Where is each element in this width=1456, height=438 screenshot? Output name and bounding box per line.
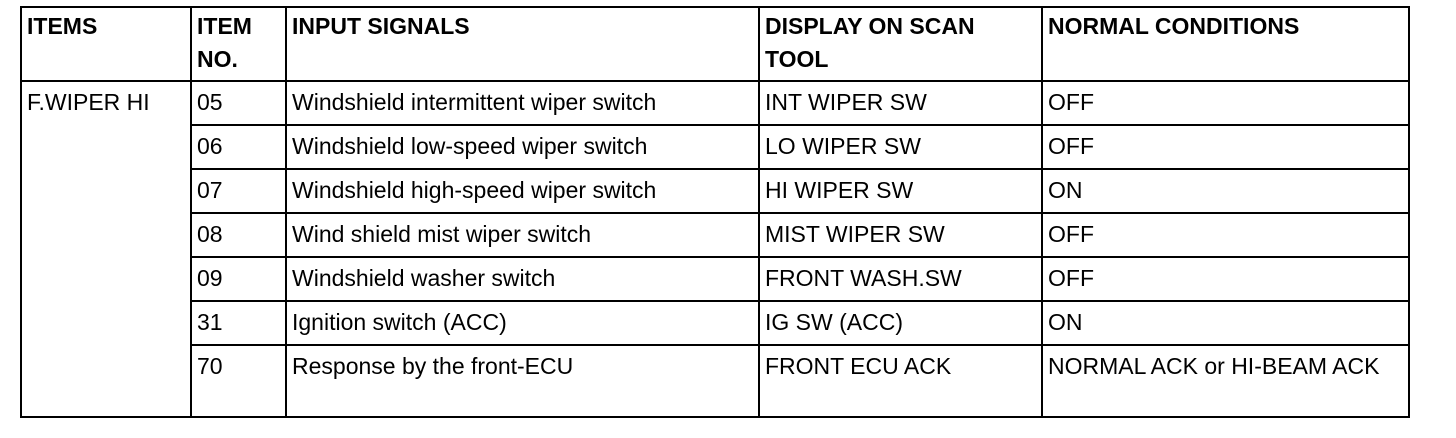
- signals-table: ITEMS ITEM NO. INPUT SIGNALS DISPLAY ON …: [20, 6, 1410, 418]
- header-input-signals: INPUT SIGNALS: [285, 6, 760, 82]
- item-no-cell: 31: [190, 300, 287, 346]
- display-cell: FRONT ECU ACK: [758, 344, 1043, 418]
- input-signal-cell: Windshield low-speed wiper switch: [285, 124, 760, 170]
- input-signal-cell: Windshield washer switch: [285, 256, 760, 302]
- table-row: 08 Wind shield mist wiper switch MIST WI…: [21, 212, 1410, 258]
- normal-condition-cell: NORMAL ACK or HI-BEAM ACK: [1041, 344, 1410, 418]
- item-no-cell: 70: [190, 344, 287, 418]
- header-display-on-scan-tool: DISPLAY ON SCAN TOOL: [758, 6, 1043, 82]
- table-row: 07 Windshield high-speed wiper switch HI…: [21, 168, 1410, 214]
- normal-condition-cell: OFF: [1041, 80, 1410, 126]
- normal-condition-cell: ON: [1041, 168, 1410, 214]
- header-items: ITEMS: [20, 6, 192, 82]
- header-row: ITEMS ITEM NO. INPUT SIGNALS DISPLAY ON …: [20, 6, 1410, 82]
- table-row: 09 Windshield washer switch FRONT WASH.S…: [21, 256, 1410, 302]
- normal-condition-cell: OFF: [1041, 212, 1410, 258]
- input-signal-cell: Windshield intermittent wiper switch: [285, 80, 760, 126]
- display-cell: LO WIPER SW: [758, 124, 1043, 170]
- item-no-cell: 08: [190, 212, 287, 258]
- table-row: 06 Windshield low-speed wiper switch LO …: [21, 124, 1410, 170]
- input-signal-cell: Windshield high-speed wiper switch: [285, 168, 760, 214]
- input-signal-cell: Ignition switch (ACC): [285, 300, 760, 346]
- input-signal-cell: Wind shield mist wiper switch: [285, 212, 760, 258]
- table-row: 70 Response by the front-ECU FRONT ECU A…: [21, 344, 1410, 418]
- table-row: 31 Ignition switch (ACC) IG SW (ACC) ON: [21, 300, 1410, 346]
- normal-condition-cell: ON: [1041, 300, 1410, 346]
- header-item-no: ITEM NO.: [190, 6, 287, 82]
- display-cell: IG SW (ACC): [758, 300, 1043, 346]
- item-no-cell: 09: [190, 256, 287, 302]
- item-no-cell: 06: [190, 124, 287, 170]
- input-signal-cell: Response by the front-ECU: [285, 344, 760, 418]
- display-cell: INT WIPER SW: [758, 80, 1043, 126]
- item-no-cell: 05: [190, 80, 287, 126]
- group-label: F.WIPER HI: [20, 80, 192, 418]
- header-normal-conditions: NORMAL CONDITIONS: [1041, 6, 1410, 82]
- display-cell: MIST WIPER SW: [758, 212, 1043, 258]
- item-no-cell: 07: [190, 168, 287, 214]
- display-cell: HI WIPER SW: [758, 168, 1043, 214]
- table-row: F.WIPER HI 05 Windshield intermittent wi…: [20, 80, 1410, 418]
- normal-condition-cell: OFF: [1041, 124, 1410, 170]
- display-cell: FRONT WASH.SW: [758, 256, 1043, 302]
- normal-condition-cell: OFF: [1041, 256, 1410, 302]
